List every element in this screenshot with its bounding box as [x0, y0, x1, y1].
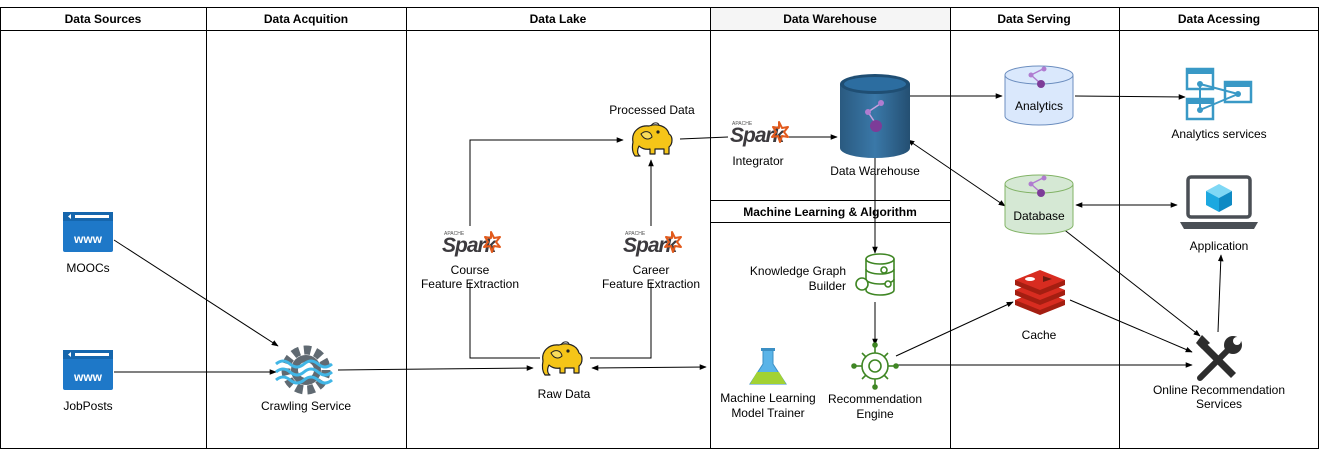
edge-database-online [1061, 227, 1201, 337]
analytics-services-label: Analytics services [1171, 127, 1266, 141]
edge-warehouse-database [907, 139, 1006, 207]
jobposts-label: JobPosts [63, 399, 112, 413]
graph-node-icon [1028, 175, 1047, 197]
career-label-line1: Career [633, 263, 670, 277]
edge-online-application [1217, 254, 1224, 333]
browser-icon [63, 350, 113, 390]
lane-title-data-lake: Data Lake [530, 12, 587, 26]
course-label-line1: Course [451, 263, 490, 277]
rec-engine-label-line1: Recommendation [828, 392, 922, 406]
lane-title-data-serving: Data Serving [997, 12, 1070, 26]
processed-data-node[interactable]: Processed Data [609, 103, 695, 157]
rec-engine-label-line2: Engine [856, 407, 894, 421]
redis-stack-icon [1015, 270, 1065, 315]
hadoop-elephant-icon [631, 122, 673, 157]
recommendation-engine-node[interactable]: Recommendation Engine [828, 342, 922, 421]
analytics-node[interactable]: Analytics [1004, 65, 1074, 126]
moocs-label: MOOCs [66, 261, 109, 275]
spark-logo [622, 230, 682, 258]
trainer-label-line2: Model Trainer [731, 406, 804, 420]
edge-moocs-crawling [113, 239, 279, 347]
brain-network-icon [851, 342, 899, 390]
application-node[interactable]: Application [1180, 175, 1258, 253]
course-label-line2: Feature Extraction [421, 277, 519, 291]
application-label: Application [1190, 239, 1249, 253]
database-node[interactable]: Database [1004, 174, 1074, 235]
edge-cache-online [1069, 299, 1193, 353]
lane-title-machine-learning: Machine Learning & Algorithm [743, 205, 917, 219]
course-feature-extraction-node[interactable]: Course Feature Extraction [420, 226, 520, 291]
kg-label-line1: Knowledge Graph [750, 264, 846, 278]
crawling-service-label: Crawling Service [261, 399, 351, 413]
crawling-service-node[interactable]: Crawling Service [261, 345, 351, 413]
knowledge-graph-db-icon [855, 253, 895, 296]
edges [113, 93, 1224, 375]
swimlanes [0, 7, 1319, 449]
spark-logo [441, 230, 501, 258]
edge-analytics-services [1074, 94, 1186, 100]
data-warehouse-label: Data Warehouse [830, 164, 920, 178]
edge-raw-trainer [591, 364, 707, 371]
analytics-services-node[interactable]: Analytics services [1171, 67, 1267, 141]
data-warehouse-node[interactable]: Data Warehouse [830, 74, 920, 178]
analytics-label: Analytics [1015, 99, 1063, 113]
moocs-node[interactable]: MOOCs [63, 212, 113, 275]
integrator-node[interactable]: Integrator [729, 120, 789, 168]
integrator-label: Integrator [732, 154, 783, 168]
knowledge-graph-builder-node[interactable]: Knowledge Graph Builder [750, 253, 895, 296]
gear-waves-icon [275, 345, 333, 395]
online-rec-label-line2: Services [1196, 397, 1242, 411]
hadoop-elephant-icon [541, 341, 583, 376]
jobposts-node[interactable]: JobPosts [63, 350, 113, 413]
career-feature-extraction-node[interactable]: Career Feature Extraction [600, 226, 704, 291]
edge-engine-cache [895, 301, 1014, 357]
cache-label: Cache [1022, 328, 1057, 342]
edge-crawling-raw [337, 365, 534, 371]
online-recommendation-services-node[interactable]: Online Recommendation Services [1153, 335, 1285, 411]
flask-icon [749, 348, 787, 385]
lane-title-data-acquisition: Data Acquition [264, 12, 348, 26]
graph-node-icon [1028, 66, 1047, 88]
raw-data-label: Raw Data [538, 387, 591, 401]
kg-label-line2: Builder [809, 279, 846, 293]
laptop-cube-icon [1180, 175, 1258, 229]
lane-title-data-warehouse: Data Warehouse [783, 12, 877, 26]
career-label-line2: Feature Extraction [602, 277, 700, 291]
trainer-label-line1: Machine Learning [720, 391, 815, 405]
database-cylinder-icon [840, 74, 910, 158]
database-label: Database [1013, 209, 1065, 223]
lane-title-data-sources: Data Sources [65, 12, 142, 26]
edge-processed-integrator [679, 136, 729, 140]
browser-icon [63, 212, 113, 252]
azure-analytics-icon [1185, 67, 1253, 121]
processed-data-label: Processed Data [609, 103, 695, 117]
cache-node[interactable]: Cache [1015, 270, 1065, 342]
online-rec-label-line1: Online Recommendation [1153, 383, 1285, 397]
tools-icon [1196, 335, 1242, 381]
lane-title-data-accessing: Data Acessing [1178, 12, 1260, 26]
raw-data-node[interactable]: Raw Data [538, 341, 591, 401]
spark-logo [729, 120, 789, 148]
ml-model-trainer-node[interactable]: Machine Learning Model Trainer [720, 348, 816, 420]
